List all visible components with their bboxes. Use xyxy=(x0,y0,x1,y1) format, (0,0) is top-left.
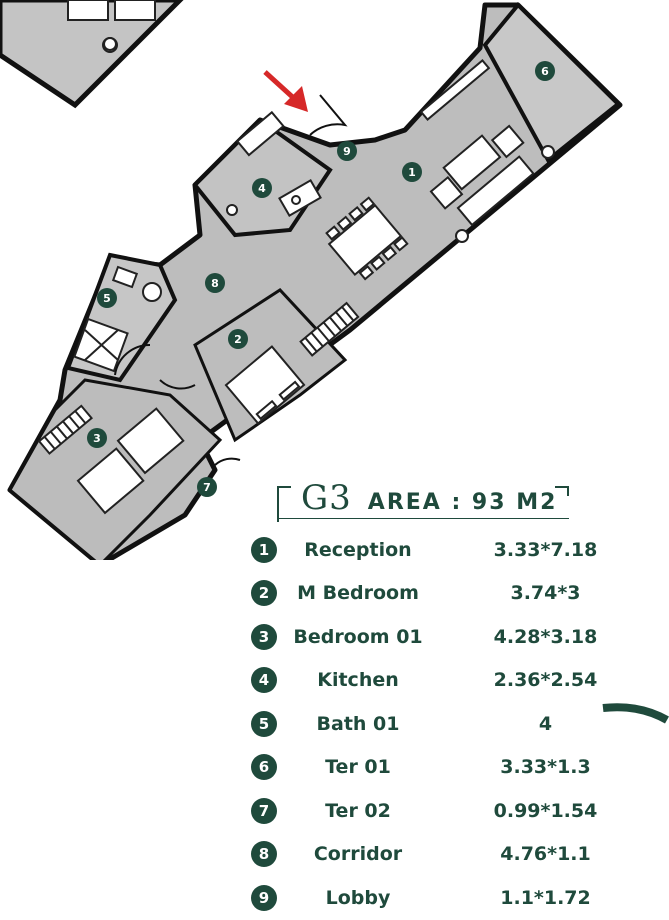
room-size: 2.36*2.54 xyxy=(493,669,598,692)
svg-text:4: 4 xyxy=(258,182,266,195)
svg-text:8: 8 xyxy=(211,277,219,290)
room-number-badge: 3 xyxy=(251,623,277,650)
room-row: 4 Kitchen 2.36*2.54 xyxy=(248,659,618,703)
room-number-badge: 4 xyxy=(251,667,277,694)
room-size: 4.76*1.1 xyxy=(500,843,591,866)
room-name: Lobby xyxy=(325,886,391,909)
plan-badge-3: 3 xyxy=(87,428,107,448)
frame-bracket-left xyxy=(277,486,291,522)
plan-badge-9: 9 xyxy=(337,141,357,161)
plan-badge-4: 4 xyxy=(252,178,272,198)
svg-text:9: 9 xyxy=(343,145,351,158)
unit-title: G3 AREA : 93 M2 xyxy=(301,478,557,518)
bed-icon xyxy=(224,345,306,425)
toilet-icon xyxy=(142,282,162,302)
stove-icon xyxy=(291,195,301,205)
sofa-icon xyxy=(429,124,535,227)
room-size: 3.33*1.3 xyxy=(500,756,591,779)
room-name: Corridor xyxy=(313,843,403,866)
room-size: 4.28*3.18 xyxy=(493,625,598,648)
svg-text:3: 3 xyxy=(93,432,101,445)
room-number-badge: 6 xyxy=(251,754,277,781)
room-size: 4 xyxy=(538,712,553,735)
doors xyxy=(114,94,348,466)
terrace-01-area xyxy=(482,2,622,164)
room-name: M Bedroom xyxy=(297,582,419,605)
svg-text:2: 2 xyxy=(234,333,242,346)
floor-plan: 1 2 3 4 5 6 7 8 9 xyxy=(0,0,623,560)
plan-badge-6: 6 xyxy=(535,61,555,81)
unit-title-frame: G3 AREA : 93 M2 xyxy=(277,478,569,522)
room-size: 3.33*7.18 xyxy=(493,538,598,561)
room-row: 7 Ter 02 0.99*1.54 xyxy=(248,789,618,833)
plan-badge-7: 7 xyxy=(197,477,217,497)
room-number-badge: 2 xyxy=(251,580,277,607)
room-row: 1 Reception 3.33*7.18 xyxy=(248,528,618,572)
entry-arrow-icon xyxy=(263,70,308,112)
room-row: 6 Ter 01 3.33*1.3 xyxy=(248,746,618,790)
room-row: 8 Corridor 4.76*1.1 xyxy=(248,833,618,877)
room-number-badge: 9 xyxy=(251,884,277,911)
decorative-arc xyxy=(602,703,669,724)
room-size: 1.1*1.72 xyxy=(500,886,591,909)
svg-text:5: 5 xyxy=(103,292,111,305)
frame-bottom-line xyxy=(277,518,569,519)
room-number-badge: 5 xyxy=(251,710,277,737)
furniture xyxy=(37,37,555,515)
room-name: Reception xyxy=(304,538,412,561)
unit-area: AREA : 93 M2 xyxy=(367,490,558,515)
stairs-icon xyxy=(299,301,360,357)
room-number-badge: 1 xyxy=(251,536,277,563)
plan-number-badges: 1 2 3 4 5 6 7 8 9 xyxy=(87,61,555,497)
room-schedule: 1 Reception 3.33*7.18 2 M Bedroom 3.74*3… xyxy=(248,528,618,920)
room-name: Ter 01 xyxy=(325,756,391,779)
room-number-badge: 7 xyxy=(251,797,277,824)
room-name: Bath 01 xyxy=(316,712,400,735)
neighbour-unit xyxy=(0,0,184,109)
room-name: Ter 02 xyxy=(325,799,391,822)
dining-table-icon xyxy=(325,196,409,281)
room-name: Bedroom 01 xyxy=(293,625,423,648)
room-row: 5 Bath 01 4 xyxy=(248,702,618,746)
svg-text:6: 6 xyxy=(541,65,549,78)
room-row: 9 Lobby 1.1*1.72 xyxy=(248,876,618,920)
room-row: 2 M Bedroom 3.74*3 xyxy=(248,572,618,616)
plan-badge-5: 5 xyxy=(97,288,117,308)
room-size: 3.74*3 xyxy=(510,582,581,605)
room-row: 3 Bedroom 01 4.28*3.18 xyxy=(248,615,618,659)
frame-bracket-right xyxy=(555,486,569,496)
room-name: Kitchen xyxy=(317,669,399,692)
svg-text:1: 1 xyxy=(408,166,416,179)
room-number-badge: 8 xyxy=(251,841,277,868)
room-size: 0.99*1.54 xyxy=(493,799,598,822)
svg-text:7: 7 xyxy=(203,481,211,494)
plan-badge-8: 8 xyxy=(205,273,225,293)
plan-badge-2: 2 xyxy=(228,329,248,349)
shower-icon xyxy=(73,317,129,373)
unit-code: G3 xyxy=(301,478,352,518)
plan-badge-1: 1 xyxy=(402,162,422,182)
